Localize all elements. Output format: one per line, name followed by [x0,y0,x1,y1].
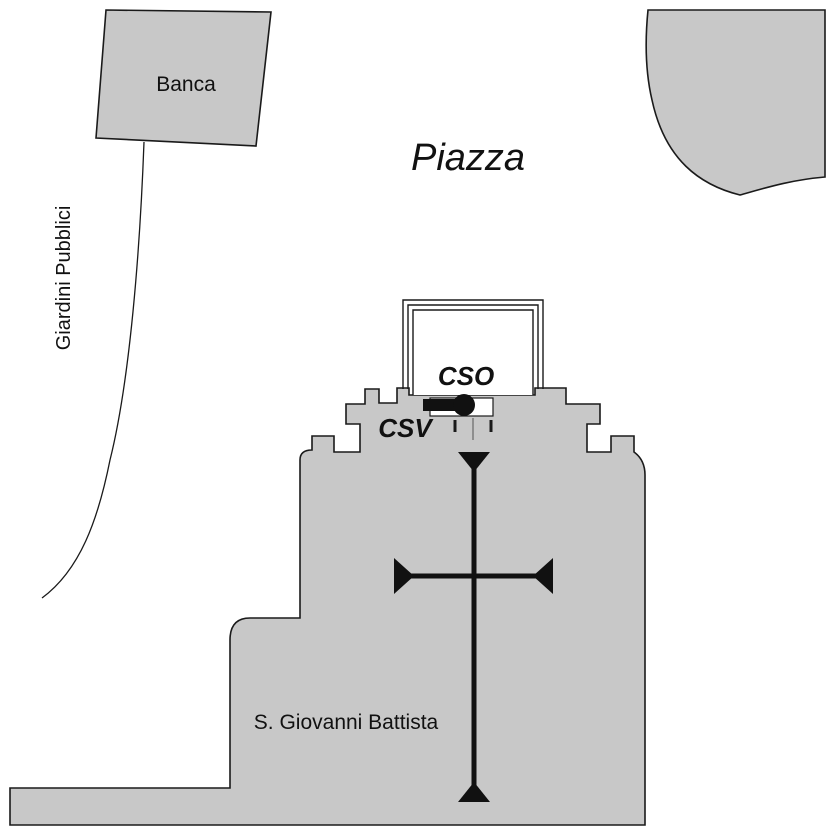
piazza-label: Piazza [411,137,525,179]
church-building [9,387,646,826]
cross-icon [394,452,553,802]
giardini-boundary-line [41,141,145,599]
portico-outer [402,299,544,389]
building-top-right [645,9,826,196]
cso-marker [453,394,475,416]
church-label: S. Giovanni Battista [254,711,439,734]
giardini-label: Giardini Pubblici [53,206,75,351]
banca-label: Banca [156,73,216,96]
portico-inner [412,309,534,395]
csv-label: CSV [378,413,434,443]
cso-label: CSO [438,361,494,391]
banca-building [95,9,272,147]
csv-marker [423,399,463,411]
portico-middle [407,304,539,389]
